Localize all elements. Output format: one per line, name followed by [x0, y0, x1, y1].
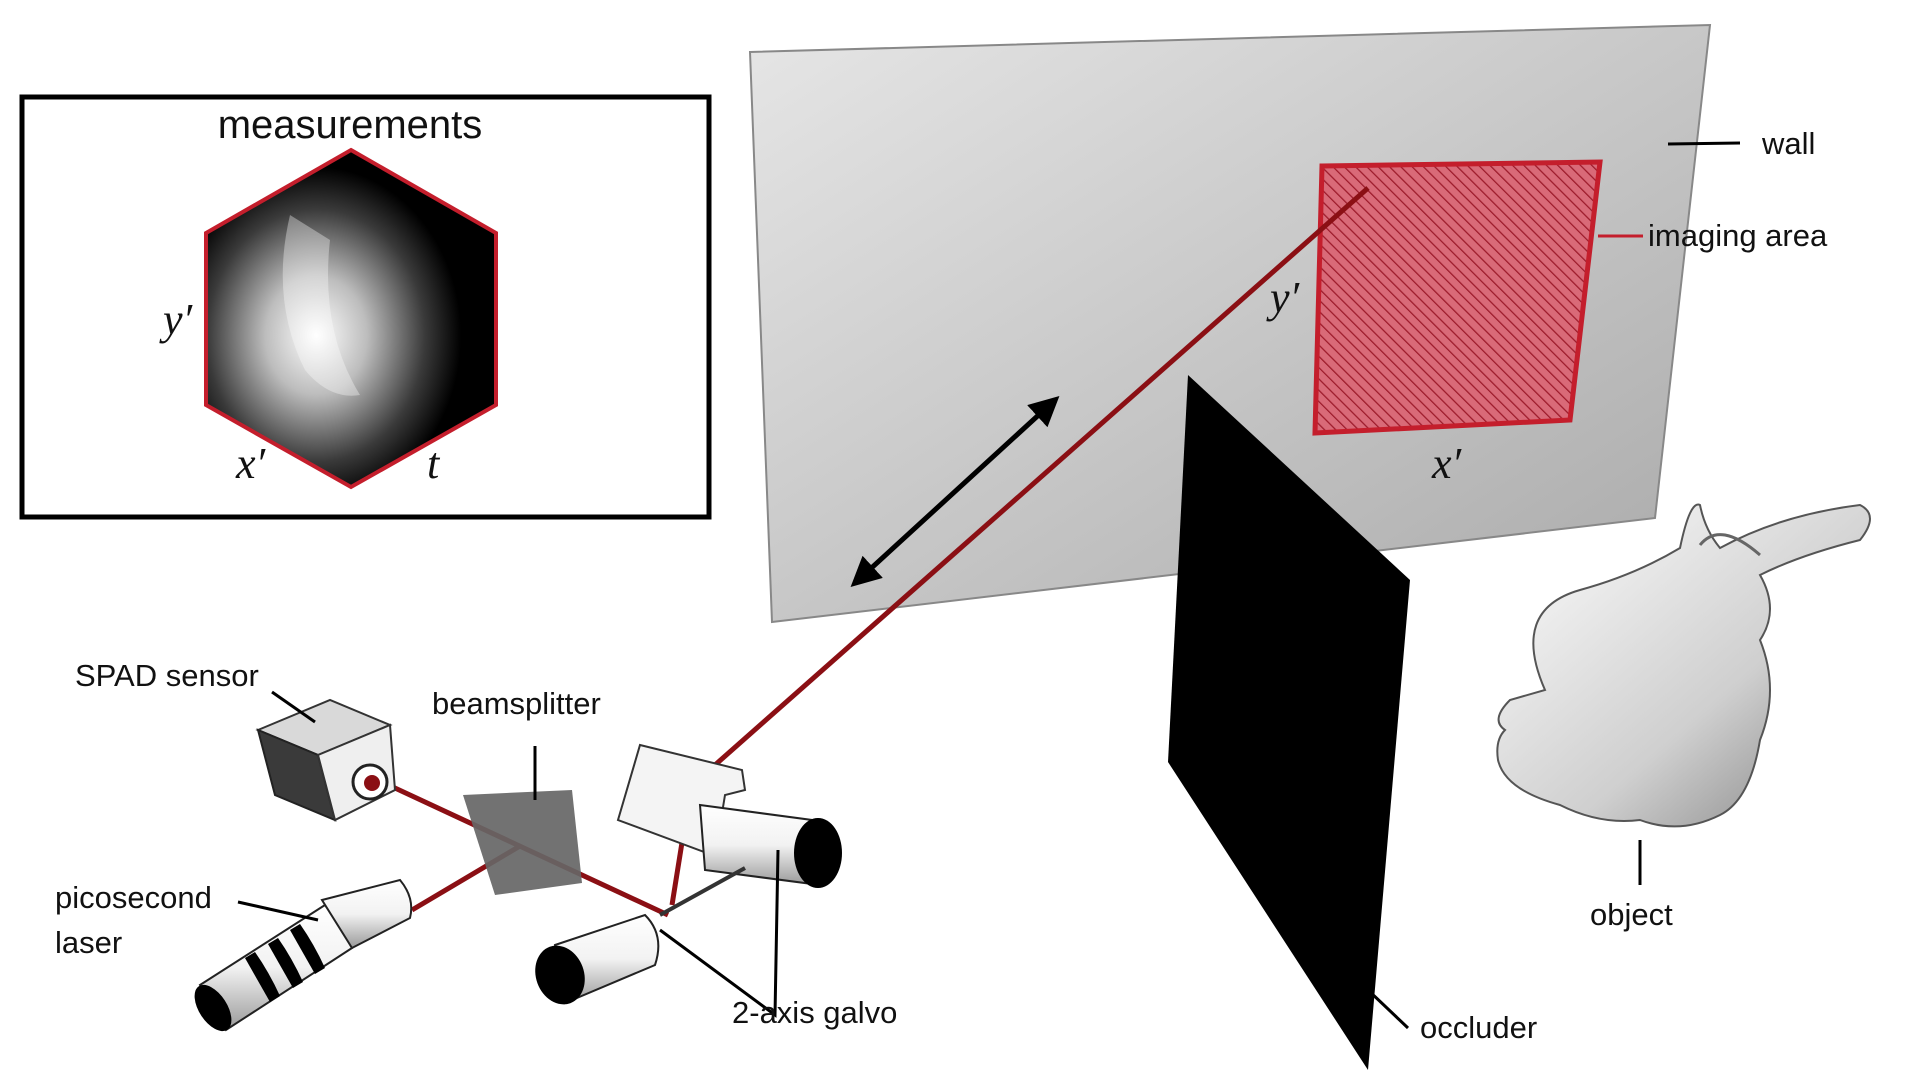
- wall: y′ x′: [748, 23, 1712, 624]
- wall-label: wall: [1761, 126, 1815, 161]
- spad-sensor-label: SPAD sensor: [75, 658, 259, 693]
- measurements-inset: measurements y′ x′ t: [19, 94, 712, 520]
- spad-sensor: [255, 698, 397, 822]
- measurement-signal: [282, 215, 360, 396]
- galvo-label: 2-axis galvo: [732, 995, 897, 1030]
- laser-label-line1: picosecond: [55, 880, 212, 915]
- inset-title: measurements: [218, 103, 483, 147]
- imaging-area: [1312, 159, 1603, 436]
- galvo: [535, 743, 842, 1005]
- scan-direction-arrow: [850, 395, 1060, 588]
- inset-axis-t: t: [427, 439, 441, 488]
- inset-axis-x: x′: [235, 439, 267, 488]
- beamsplitter: [463, 790, 582, 895]
- beamsplitter-label: beamsplitter: [432, 686, 601, 721]
- wall-axis-y: y′: [1266, 273, 1301, 322]
- beam-to-wall: [713, 186, 1370, 767]
- bunny-object: [1496, 503, 1871, 828]
- callout-lines: [237, 141, 1741, 1030]
- occluder-label: occluder: [1420, 1010, 1537, 1045]
- picosecond-laser: [194, 878, 413, 1032]
- occluder: [1168, 375, 1410, 1070]
- measurement-hexagon: [204, 147, 498, 490]
- galvo-motor-bottom-end: [535, 945, 585, 1005]
- laser-label-line2: laser: [55, 925, 122, 960]
- wall-axis-x: x′: [1431, 439, 1463, 488]
- galvo-motor-top-end: [794, 818, 842, 888]
- imaging-area-label: imaging area: [1648, 218, 1828, 253]
- object-label: object: [1590, 897, 1673, 932]
- inset-axis-y: y′: [159, 295, 194, 344]
